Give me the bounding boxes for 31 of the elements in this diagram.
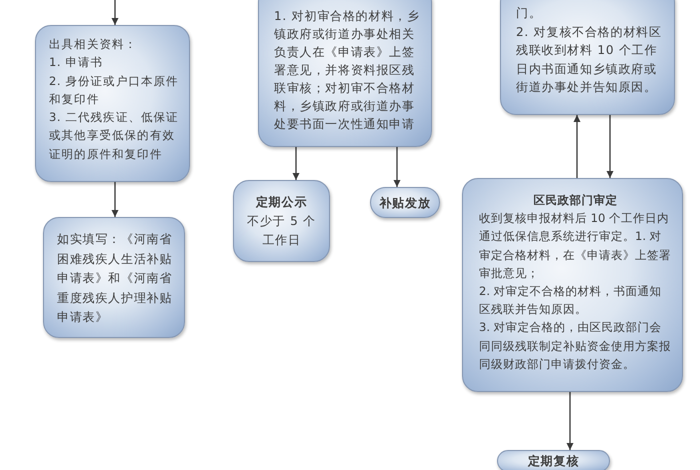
arrow (394, 147, 400, 187)
process-box (462, 178, 683, 392)
box-text: 2. 身份证或户口本原件和复印件 (49, 72, 180, 108)
arrow (112, 182, 118, 217)
arrow (606, 115, 614, 178)
box-text: 出具相关资料： (49, 36, 138, 53)
process-box (497, 450, 610, 470)
process-box (500, 0, 675, 115)
process-box (35, 25, 190, 182)
box-text: 3. 二代残疾证、低保证或其他享受低保的有效证明的原件和复印件 (49, 109, 180, 163)
box-text: 门。 (516, 5, 543, 22)
box-text: 如实填写：《河南省困难残疾人生活补贴申请表》和《河南省重度残疾人护理补贴申请表》 (57, 231, 174, 326)
arrow (292, 147, 300, 180)
box-text: 不少于 5 个工作日 (246, 213, 317, 249)
box-text: 1. 对初审合格的材料，乡镇政府或街道办事处相关负责人在《申请表》上签署意见，并将资料报区残联审核；对初审不合格材料，乡镇政府或街道办事处要书面一次性通知申请 (274, 8, 421, 133)
box-heading: 定期公示 (254, 194, 308, 211)
arrow (566, 392, 574, 450)
process-box (233, 180, 330, 262)
process-box (258, 0, 432, 147)
process-box (370, 187, 440, 218)
box-text: 3. 对审定合格的，由区民政部门会同同级残联制定补贴资金使用方案报同级财政部门申请拨付资金。 (479, 319, 672, 373)
process-box (43, 217, 185, 338)
box-text: 补贴发放 (378, 195, 432, 212)
box-text: 2. 对审定不合格的材料，书面通知区残联并告知原因。 (479, 283, 663, 318)
box-text: 2. 对复核不合格的材料区残联收到材料 10 个工作日内书面通知乡镇政府或街道办事处并告知原因。 (516, 24, 663, 96)
box-text: 定期复核 (526, 453, 580, 470)
arrow (574, 115, 580, 178)
box-text: 收到复核申报材料后 10 个工作日内通过低保信息系统进行审定。1. 对审定合格材料，在《申请表》上签署审批意见； (479, 210, 672, 282)
arrow (112, 0, 118, 25)
box-text: 1. 申请书 (49, 54, 104, 72)
box-heading: 区民政部门审定 (532, 192, 618, 209)
